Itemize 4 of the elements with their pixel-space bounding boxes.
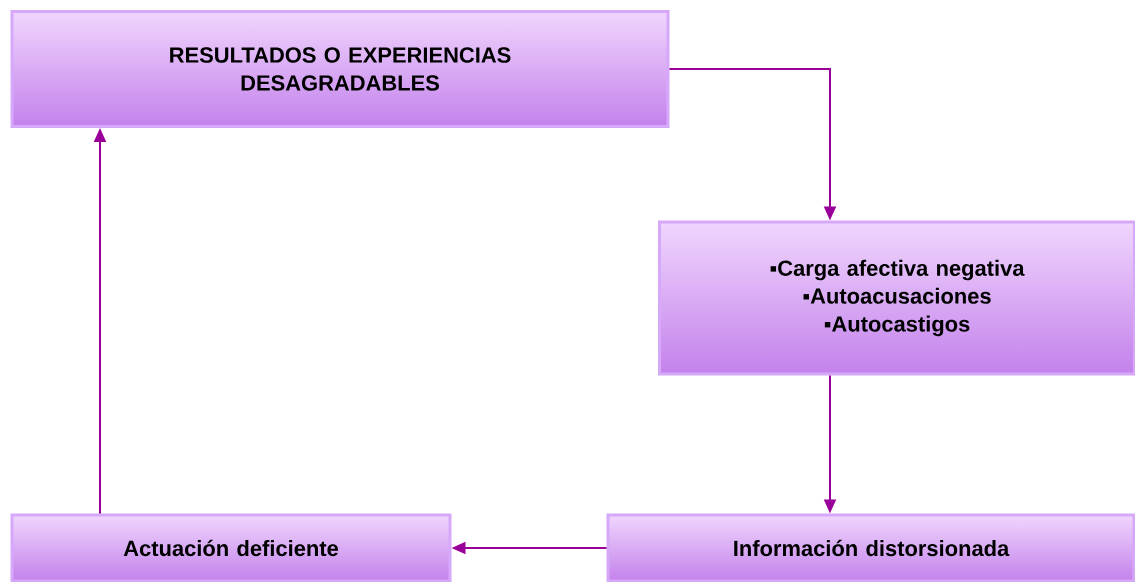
process-box: Actuación deficiente bbox=[10, 513, 452, 582]
process-box: Información distorsionada bbox=[606, 513, 1135, 582]
process-box: ▪Carga afectiva negativa ▪Autoacusaciones ▪Autocastigos bbox=[658, 220, 1135, 376]
process-box: RESULTADOS O EXPERIENCIAS DESAGRADABLES bbox=[10, 10, 670, 128]
